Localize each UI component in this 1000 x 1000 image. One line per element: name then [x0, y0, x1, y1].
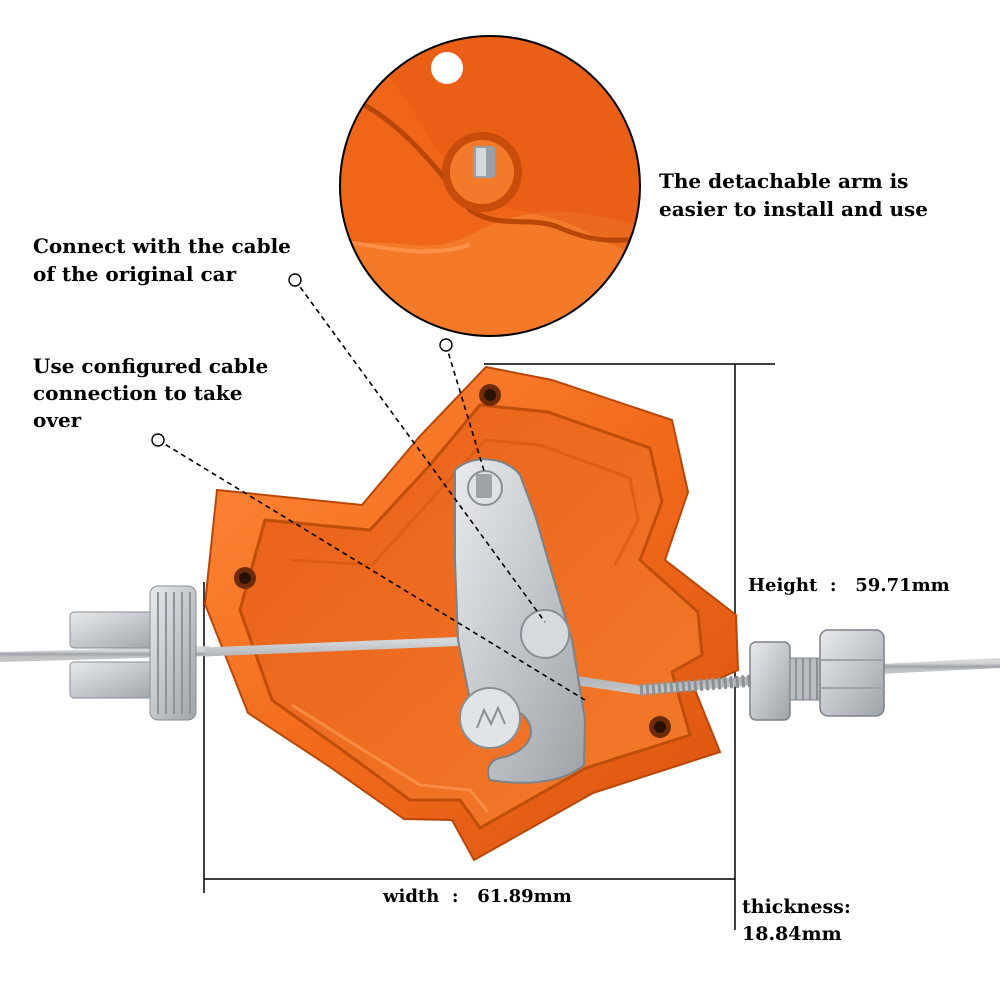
right-cable-fittings [749, 629, 1000, 721]
annotation-connect-original-cable: Connect with the cable of the original c… [33, 236, 291, 292]
annotation-configured-cable: Use configured cable connection to take … [33, 356, 268, 437]
leader-markers [151, 273, 453, 447]
dimension-thickness-label: thickness: 18.84mm [742, 898, 851, 952]
left-cable-adjuster [0, 585, 211, 721]
thickness-value: 18.84mm [742, 923, 842, 945]
annotation-line: easier to install and use [659, 197, 929, 221]
dimension-height-label: Height : 59.71mm [748, 575, 950, 596]
lever-arm [454, 458, 587, 784]
annotation-line: over [33, 408, 82, 432]
annotation-line: Use configured cable [33, 354, 269, 378]
annotation-detachable-arm: The detachable arm is easier to install … [659, 171, 928, 227]
dimension-width-label: width : 61.89mm [383, 886, 572, 907]
annotation-line: connection to take [33, 381, 243, 405]
annotation-line: The detachable arm is [659, 169, 909, 193]
detail-zoom-inset [339, 35, 641, 337]
leader-lines [157, 279, 586, 701]
thickness-caption: thickness: [742, 896, 851, 918]
annotation-line: of the original car [33, 262, 237, 286]
annotation-line: Connect with the cable [33, 234, 291, 258]
